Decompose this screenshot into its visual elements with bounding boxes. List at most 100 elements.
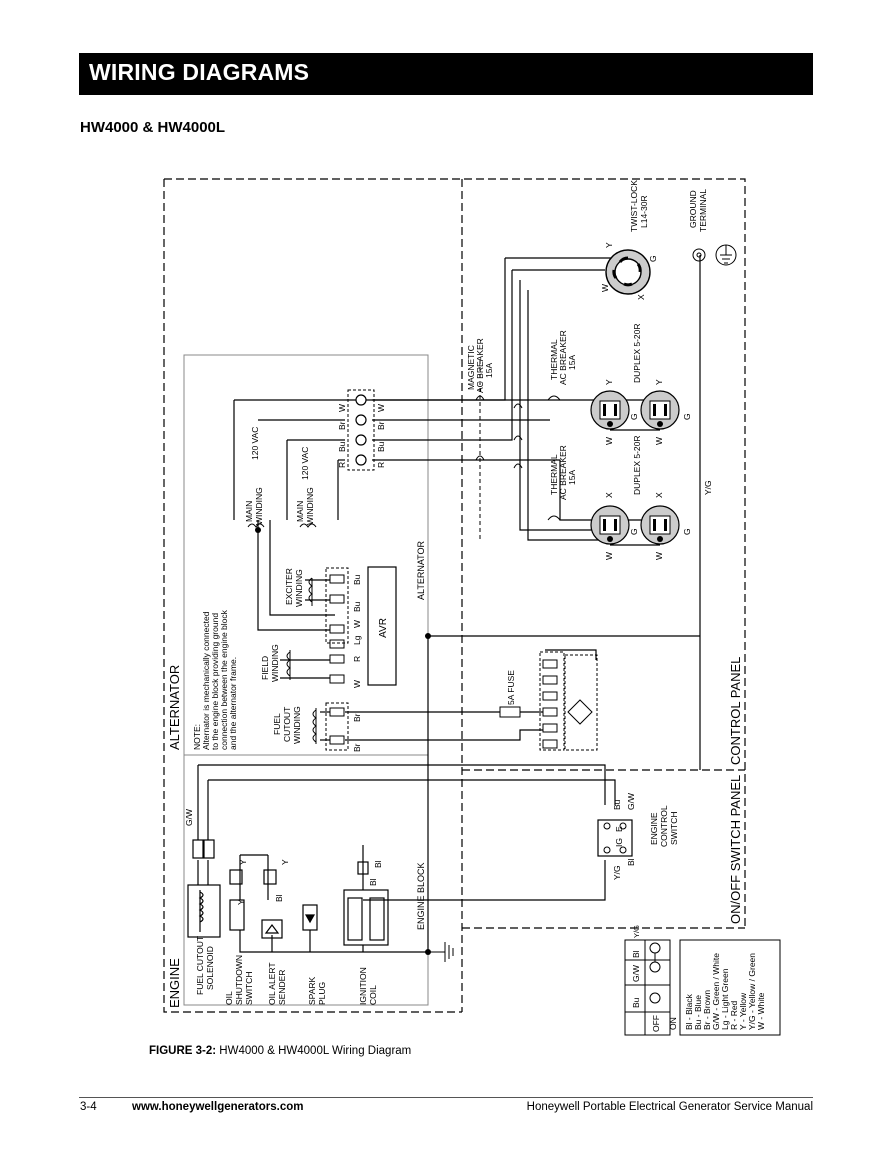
duplex-outlet-2	[590, 505, 680, 545]
svg-text:Br: Br	[352, 713, 362, 722]
svg-text:W: W	[604, 552, 614, 560]
terminal-block	[347, 389, 375, 471]
figure-label: FIGURE 3-2:	[149, 1045, 217, 1057]
fuel-plug	[325, 702, 349, 751]
coil-icons	[247, 523, 317, 744]
field-a: FIELD	[260, 656, 270, 680]
fuel-winding-c: WINDING	[292, 706, 302, 744]
duplex-1-label: DUPLEX 5-20R	[632, 323, 642, 383]
main-winding-2-b: WINDING	[305, 487, 315, 525]
duplex-2-label: DUPLEX 5-20R	[632, 435, 642, 495]
ignition-a: IGNITION	[358, 967, 368, 1005]
svg-text:OFF: OFF	[651, 1015, 661, 1032]
svg-text:G: G	[629, 528, 639, 535]
ecs-a: ENGINE	[649, 812, 659, 845]
avr-label: AVR	[378, 618, 389, 638]
svg-text:G/W: G/W	[184, 809, 194, 826]
fuse-label: 5A FUSE	[506, 670, 516, 705]
svg-text:W: W	[654, 552, 664, 560]
svg-text:G: G	[648, 255, 658, 262]
main-winding-2-a: MAIN	[295, 501, 305, 522]
svg-text:Bl: Bl	[626, 858, 636, 866]
svg-text:Y/G: Y/G	[632, 925, 641, 938]
exciter-a: EXCITER	[284, 568, 294, 605]
avr-box	[367, 566, 397, 686]
svg-text:R: R	[337, 462, 347, 468]
engine-components	[187, 839, 389, 946]
svg-text:Y/G: Y/G	[703, 480, 713, 495]
fuel-sol-a: FUEL CUTOUT	[195, 936, 205, 995]
footer-divider	[79, 1097, 813, 1098]
main-winding-1-b: WINDING	[254, 487, 264, 525]
svg-text:R: R	[376, 462, 386, 468]
svg-text:Y/G: Y/G	[612, 865, 622, 880]
legend-bu: Bu - Blue	[693, 995, 703, 1030]
magnetic-a: MAGNETIC	[466, 345, 476, 390]
note-line-5: and the alternator frame.	[228, 657, 238, 750]
exciter-plug	[325, 567, 349, 644]
thermal-2-a: THERMAL	[549, 454, 559, 495]
section-control-panel: CONTROL PANEL	[728, 657, 743, 765]
vac-2: 120 VAC	[300, 447, 310, 480]
oil-alert-b: SENDER	[277, 970, 287, 1005]
page-subtitle: HW4000 & HW4000L	[80, 119, 226, 136]
wires	[197, 255, 701, 953]
breaker-symbols	[475, 360, 561, 540]
legend-lg: Lg - Light Green	[720, 968, 730, 1030]
fuel-winding-b: CUTOUT	[282, 707, 292, 742]
svg-text:W: W	[337, 404, 347, 412]
rectifier-box	[564, 654, 598, 751]
svg-text:Lg: Lg	[352, 635, 362, 645]
ignition-b: COIL	[368, 985, 378, 1005]
svg-text:Bu: Bu	[352, 574, 362, 585]
rectifier-diode-icon	[567, 699, 593, 725]
figure-caption: FIGURE 3-2: HW4000 & HW4000L Wiring Diag…	[149, 1045, 411, 1057]
fuse-icon	[499, 706, 521, 718]
connector-pins	[329, 574, 558, 749]
svg-text:G: G	[682, 528, 692, 535]
section-engine: ENGINE	[167, 958, 182, 1008]
oil-shut-a: OIL	[224, 991, 234, 1005]
footer-link[interactable]: www.honeywellgenerators.com	[132, 1101, 304, 1113]
svg-text:Bl: Bl	[368, 878, 378, 886]
field-b: WINDING	[270, 644, 280, 682]
svg-text:Bu: Bu	[631, 997, 641, 1008]
ground-b: TERMINAL	[698, 189, 708, 232]
svg-text:Bl: Bl	[631, 950, 641, 958]
spark-a: SPARK	[307, 976, 317, 1005]
svg-text:W: W	[600, 284, 610, 292]
legend-r: R - Red	[729, 1000, 739, 1030]
svg-text:Y: Y	[604, 379, 614, 385]
svg-text:Bu: Bu	[612, 799, 622, 810]
label-alternator-box: ALTERNATOR	[416, 540, 426, 600]
svg-text:G: G	[682, 413, 692, 420]
magnetic-b: AC BREAKER	[475, 338, 485, 393]
magnetic-c: 15A	[484, 363, 494, 378]
svg-text:Y: Y	[238, 859, 248, 865]
note-line-1: NOTE:	[192, 724, 202, 750]
svg-text:ON: ON	[668, 1017, 678, 1030]
svg-text:Y: Y	[604, 242, 614, 248]
thermal-2-c: 15A	[567, 470, 577, 485]
legend-bl: Bl - Black	[684, 993, 694, 1030]
svg-text:Bl: Bl	[373, 860, 383, 868]
svg-text:W: W	[352, 620, 362, 628]
oil-alert-a: OIL ALERT	[267, 962, 277, 1005]
ground-a: GROUND	[688, 190, 698, 228]
svg-text:Bl: Bl	[274, 894, 284, 902]
exciter-b: WINDING	[294, 569, 304, 607]
ground-terminal-icon	[692, 244, 737, 266]
svg-text:Y: Y	[654, 379, 664, 385]
legend-box	[679, 939, 781, 1036]
svg-text:Bu: Bu	[376, 441, 386, 452]
twistlock-b: L14-30R	[639, 195, 649, 228]
thermal-2-b: AC BREAKER	[558, 445, 568, 500]
svg-text:W: W	[376, 404, 386, 412]
svg-text:G: G	[629, 413, 639, 420]
svg-text:X: X	[654, 492, 664, 498]
ecs-c: SWITCH	[669, 811, 679, 845]
spark-b: PLUG	[317, 982, 327, 1005]
switch-table	[624, 939, 671, 1036]
svg-text:Bu: Bu	[352, 601, 362, 612]
